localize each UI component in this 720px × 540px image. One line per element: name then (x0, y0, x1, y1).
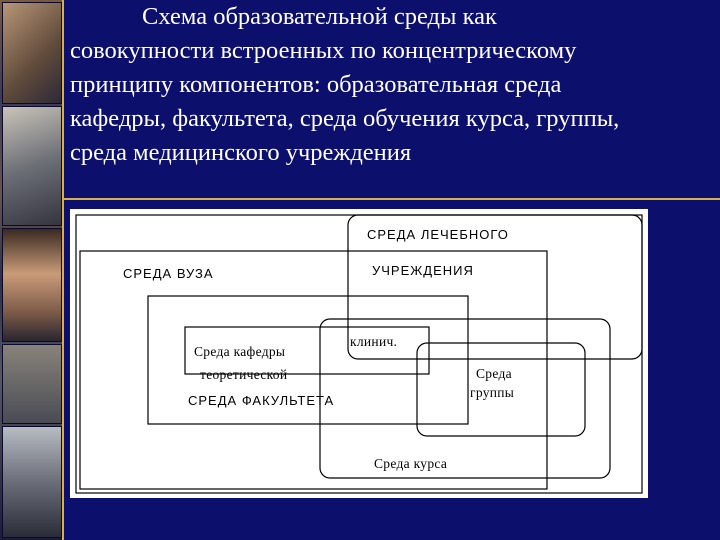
faculty-box (147, 295, 469, 425)
photo-strip (0, 0, 62, 540)
photo-computer-lab (2, 106, 62, 226)
group-box (416, 342, 586, 437)
hospital-label-2: УЧРЕЖДЕНИЯ (372, 263, 474, 278)
photo-student-portrait (2, 228, 62, 342)
clinical-label: клинич. (350, 334, 398, 349)
photo-lab-equipment (2, 426, 62, 538)
horizontal-divider (62, 198, 720, 200)
hospital-label-1: СРЕДА ЛЕЧЕБНОГО (367, 227, 509, 242)
slide-title: Схема образовательной среды как совокупн… (70, 3, 620, 166)
outer-frame (75, 214, 643, 494)
diagram-panel: СРЕДА ЛЕЧЕБНОГО УЧРЕЖДЕНИЯ СРЕДА ВУЗА Ср… (70, 209, 648, 498)
course-box (319, 318, 611, 479)
department-label-2: теоретической (200, 367, 288, 382)
course-label: Среда курса (374, 456, 448, 471)
group-label-2: группы (470, 385, 515, 400)
university-label: СРЕДА ВУЗА (123, 266, 214, 281)
photo-students (2, 2, 62, 104)
hospital-box (347, 214, 643, 360)
faculty-label: СРЕДА ФАКУЛЬТЕТА (188, 393, 335, 408)
department-box (184, 326, 430, 375)
photo-classroom (2, 344, 62, 424)
diagram-shapes (75, 214, 643, 494)
vertical-divider (62, 0, 64, 540)
university-box (79, 250, 548, 490)
group-label-1: Среда (476, 366, 512, 381)
department-label-1: Среда кафедры (194, 344, 286, 359)
